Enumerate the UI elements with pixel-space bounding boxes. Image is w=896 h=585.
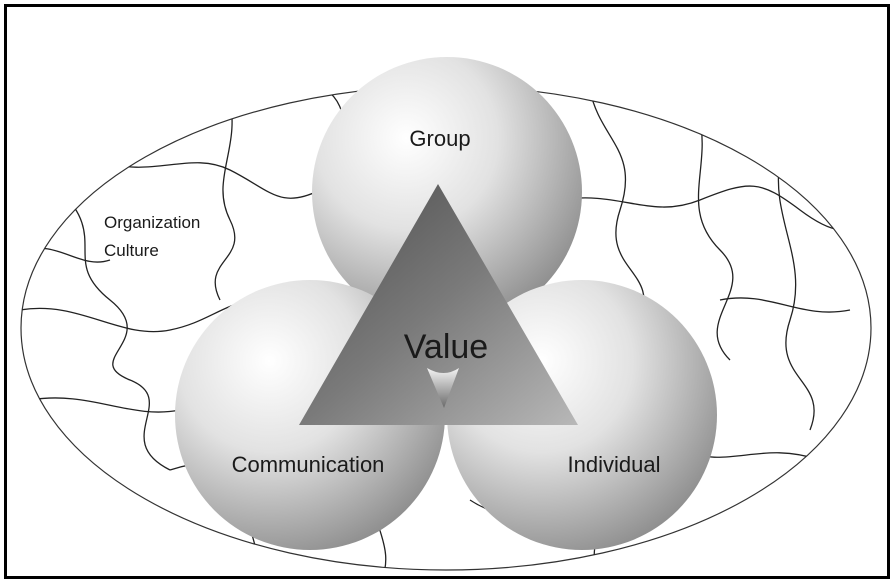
individual-label: Individual: [568, 452, 661, 477]
group-label: Group: [409, 126, 470, 151]
value-label: Value: [404, 328, 488, 366]
value-notch: [427, 368, 459, 408]
group-circle: [312, 57, 582, 327]
communication-label: Communication: [232, 452, 385, 477]
value-triangle: [299, 184, 578, 425]
ellipse-label-line1: Organization: [104, 213, 200, 232]
ellipse-label-line2: Culture: [104, 241, 159, 260]
